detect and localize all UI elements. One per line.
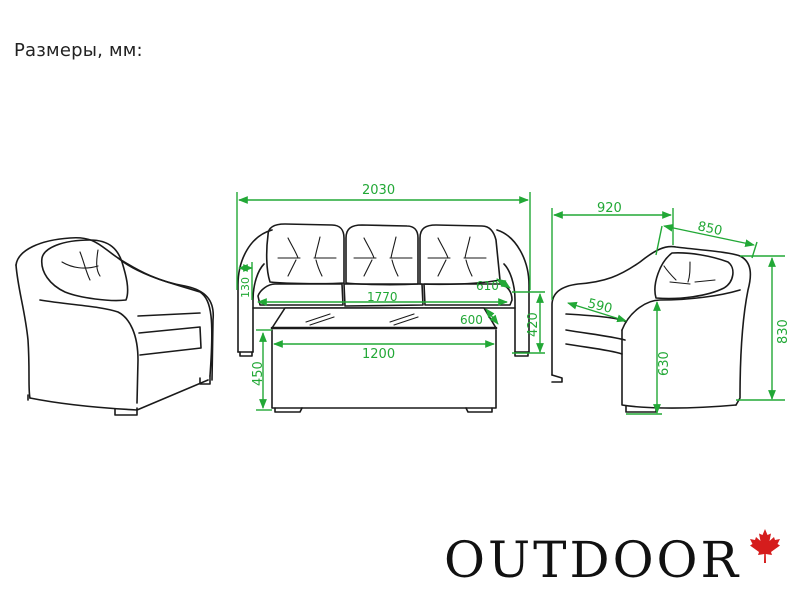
label-table-width: 600 [460,313,483,327]
label-sofa-seat-height: 420 [526,312,541,337]
label-armchair-height: 830 [776,319,791,344]
label-sofa-seat-depth: 610 [476,279,499,293]
dimension-annotations [236,192,785,415]
label-sofa-arm-width: 130 [239,277,252,298]
label-table-length: 1200 [362,347,395,362]
maple-leaf-icon [750,529,780,563]
label-table-height: 450 [251,361,266,386]
coffee-table-drawing [270,307,498,413]
brand-logo-text: OUTDOOR [444,531,742,589]
label-armchair-arm-height: 630 [657,351,672,376]
label-armchair-width: 920 [597,201,622,216]
left-armchair-drawing [15,236,214,416]
label-armchair-depth: 850 [696,219,723,239]
dimensions-caption: Размеры, мм: [14,40,143,61]
dimension-labels: 2030 130 1770 610 420 600 1200 450 920 8… [239,183,791,386]
right-armchair-drawing [551,245,752,413]
label-armchair-seat-width: 590 [586,296,614,317]
label-sofa-width: 2030 [362,183,395,198]
label-sofa-seat-width: 1770 [367,290,398,304]
